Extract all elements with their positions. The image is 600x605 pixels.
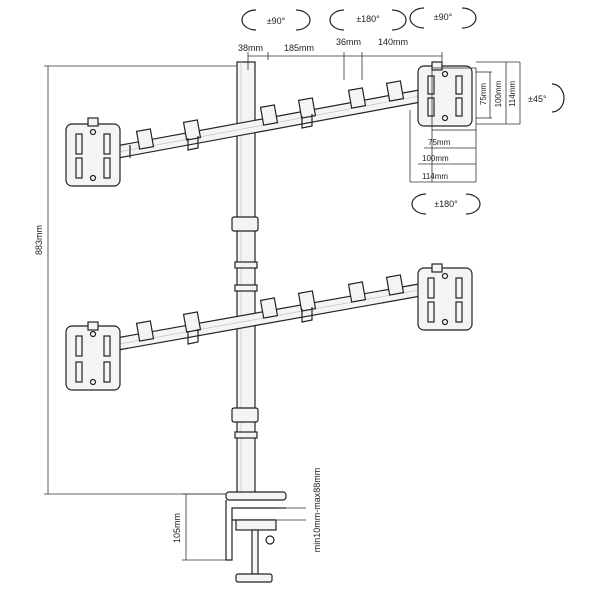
clamp-screw <box>251 529 259 575</box>
vesa-114-height: 114mm <box>508 81 517 107</box>
vesa-plate-lower-right <box>417 263 473 331</box>
lower-collar <box>231 407 259 423</box>
rotate-arrow-icon <box>329 9 345 31</box>
vesa-75-height: 75mm <box>479 83 488 106</box>
clamp-knob <box>235 573 273 583</box>
arm-dim-185: 185mm <box>284 43 314 53</box>
rotate-arrow-icon <box>411 193 427 215</box>
rotate-arrow-icon <box>465 193 481 215</box>
vesa-75-width: 75mm <box>428 138 451 147</box>
arm-dim-140: 140mm <box>378 37 408 47</box>
vertical-pole <box>231 61 259 495</box>
arm-dimension-lines <box>247 52 443 80</box>
clamp-dimension-lines <box>182 493 306 561</box>
rotate-arrow-icon <box>241 9 257 31</box>
clamp-height-label: 105mm <box>172 513 182 543</box>
upper-arm <box>104 80 433 161</box>
rotation-label-top-left: ±90° <box>267 16 286 26</box>
rotation-arrows <box>241 7 565 215</box>
rotation-label-side: ±45° <box>528 94 547 104</box>
arm-dim-36: 36mm <box>336 37 361 47</box>
vesa-dimension-lines <box>409 61 521 183</box>
vesa-114-width: 114mm <box>422 172 448 181</box>
rotation-label-top-mid: ±180° <box>356 14 380 24</box>
lower-arm <box>104 274 433 353</box>
rotation-label-top-right: ±90° <box>434 12 453 22</box>
rotation-label-bottom: ±180° <box>434 199 458 209</box>
vesa-100-height: 100mm <box>494 80 503 107</box>
clamp-range-label: min10mm-max88mm <box>312 468 322 553</box>
rotate-arrow-icon <box>461 7 477 29</box>
vesa-plate-lower-left <box>65 321 121 391</box>
upper-collar <box>231 216 259 232</box>
pole-height-label: 883mm <box>34 225 44 255</box>
desk-clamp <box>225 491 287 583</box>
vesa-100-width: 100mm <box>422 154 449 163</box>
arm-dim-38: 38mm <box>238 43 263 53</box>
vesa-plate-upper-left <box>65 117 121 187</box>
rotate-arrow-icon <box>409 7 425 29</box>
rotate-arrow-icon <box>391 9 407 31</box>
rotate-arrow-icon <box>295 9 311 31</box>
rotate-arrow-icon <box>551 83 565 113</box>
vesa-plate-upper-right <box>417 61 473 127</box>
